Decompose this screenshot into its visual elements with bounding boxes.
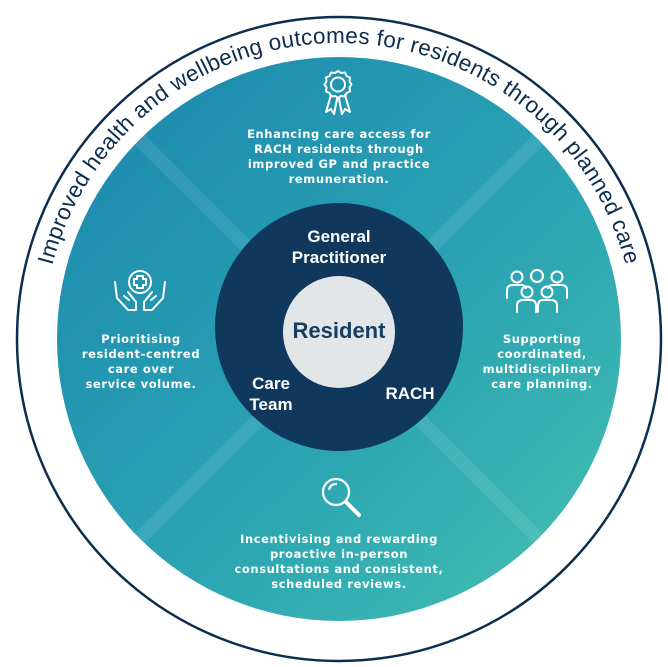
outcome-right-text: Supporting coordinated, multidisciplinar… — [482, 332, 602, 391]
outcome-top-text: Enhancing care access for RACH residents… — [247, 127, 431, 186]
group-of-people-icon — [506, 269, 568, 313]
inner-label-general-practitioner: General Practitioner — [291, 227, 387, 267]
inner-label-care-team: Care Team — [249, 374, 293, 414]
center-resident-label: Resident — [292, 318, 386, 343]
inner-label-rach: RACH — [385, 384, 435, 403]
award-ribbon-icon — [323, 70, 353, 115]
outcome-bottom-text: Incentivising and rewarding proactive in… — [234, 532, 444, 591]
hands-holding-cross-icon — [114, 270, 166, 311]
outcome-left-text: Prioritising resident-centred care over … — [81, 332, 201, 391]
center-circle — [283, 276, 395, 388]
magnifying-glass-icon — [321, 477, 361, 517]
